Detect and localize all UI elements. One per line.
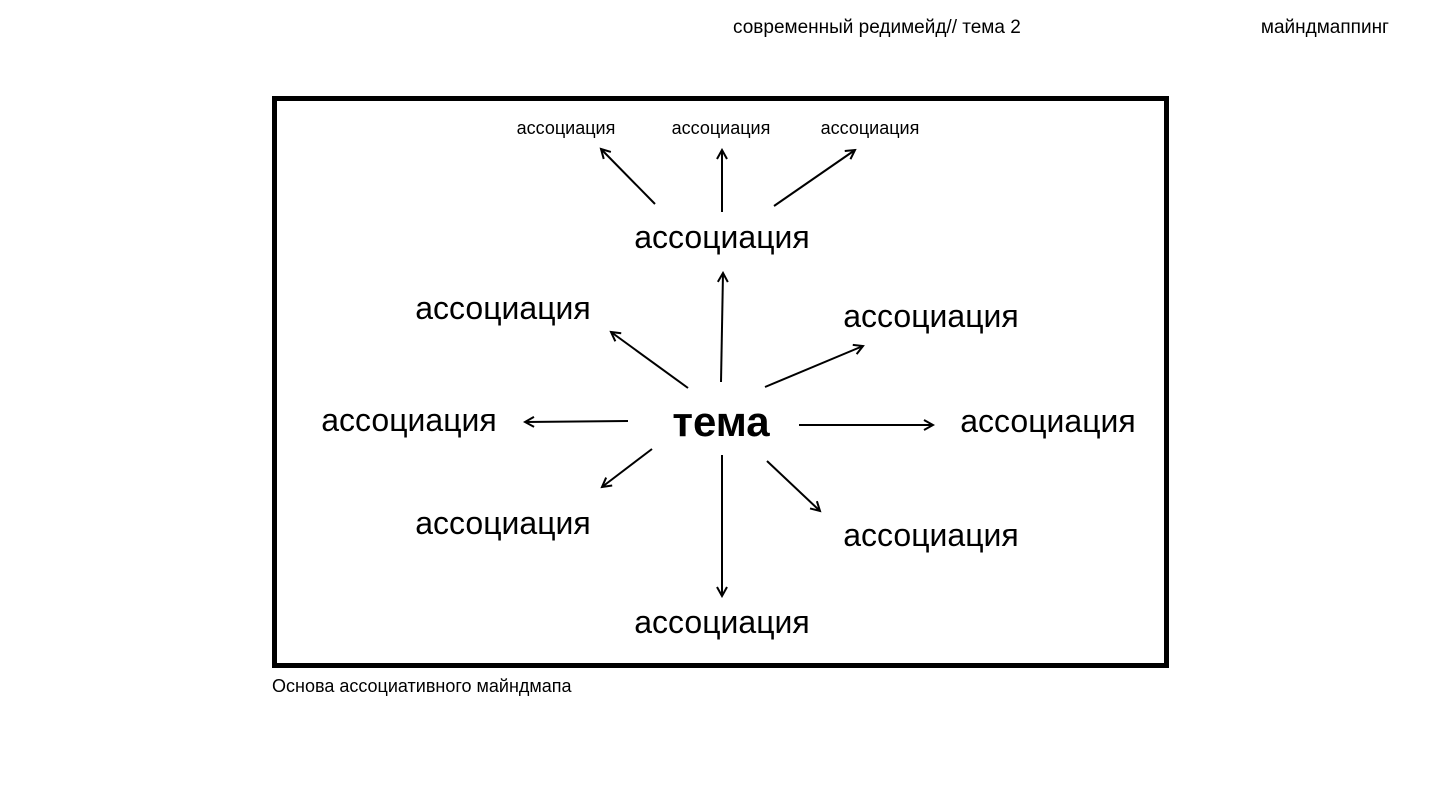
central-topic: тема [672, 398, 770, 445]
sub-association: ассоциация [516, 118, 616, 138]
arrow [773, 150, 855, 207]
association-top: ассоциация [634, 219, 810, 255]
slide-title: современный редимейд// тема 2 [733, 17, 1021, 38]
association-upper-left: ассоциация [415, 290, 591, 326]
section-label: майндмаппинг [1260, 17, 1389, 38]
arrow [601, 149, 656, 205]
association-right: ассоциация [960, 403, 1136, 439]
mindmap-frame [272, 96, 1169, 668]
arrow [764, 346, 863, 388]
association-bottom: ассоциация [634, 604, 810, 640]
arrow [721, 273, 723, 383]
arrow [766, 460, 820, 511]
sub-association: ассоциация [671, 118, 771, 138]
association-left: ассоциация [321, 402, 497, 438]
arrow [602, 448, 653, 487]
association-upper-right: ассоциация [843, 298, 1019, 334]
caption: Основа ассоциативного майндмапа [272, 676, 572, 696]
association-lower-right: ассоциация [843, 517, 1019, 553]
sub-association: ассоциация [820, 118, 920, 138]
arrow [611, 332, 689, 389]
arrow [525, 421, 629, 422]
association-lower-left: ассоциация [415, 505, 591, 541]
